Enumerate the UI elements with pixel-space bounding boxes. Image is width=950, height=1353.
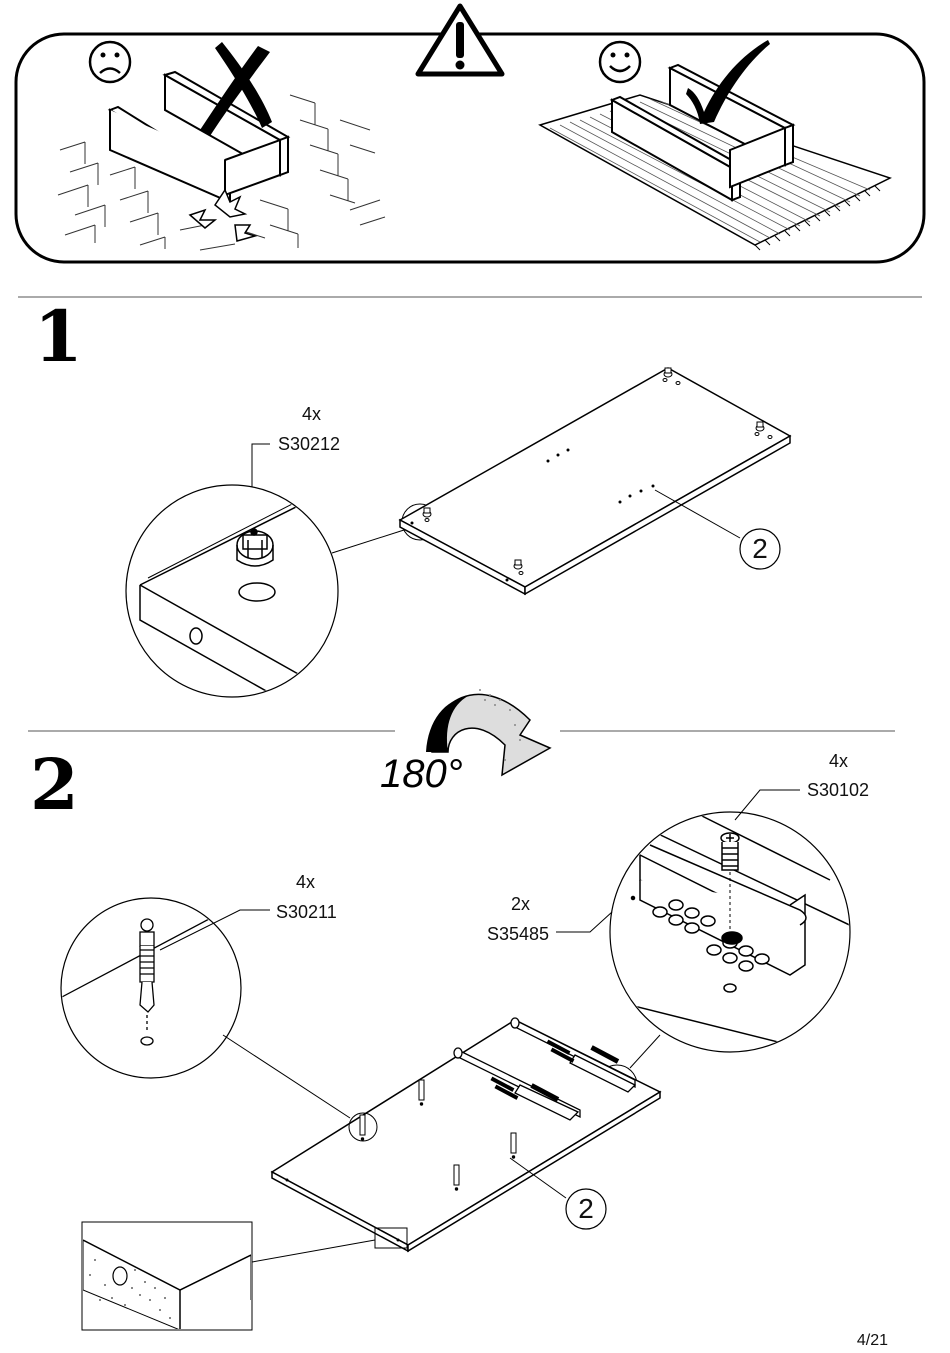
step-2-screw-quantity: 4x [829,751,848,772]
panel-board [400,368,790,594]
warning-panel [0,0,950,280]
step-2-screw-code: S30102 [807,780,869,801]
runners-on-board [454,1018,635,1120]
drawer-runner-icon [640,815,830,975]
step-2-dowel-code: S30211 [276,902,337,923]
warning-triangle-icon [418,6,502,74]
rotation-label: 180° [380,752,463,797]
step-1-part-code: S30212 [278,434,340,455]
sad-face-icon [90,42,130,82]
step-2-dowel-quantity: 4x [296,872,315,893]
break-splinter-icon [190,190,255,241]
step-2-slide-quantity: 2x [511,894,530,915]
step-2-number: 2 [30,750,79,820]
board-edge-detail [83,1240,251,1330]
page-number: 4/21 [857,1332,888,1350]
step-2-callout-number: 2 [566,1189,606,1229]
step-1-number: 1 [34,302,83,372]
box-on-hard-floor [110,72,288,200]
dowels-on-board [360,1080,516,1190]
smiley-face-icon [600,42,640,82]
step-1-callout-number: 2 [740,529,780,569]
cam-lock-fitting-icon [237,529,273,566]
dowel-screw-icon [140,919,154,1012]
step-2-slide-code: S35485 [487,924,549,945]
screw-icon [721,833,739,870]
step-1-part-quantity: 4x [302,404,321,425]
